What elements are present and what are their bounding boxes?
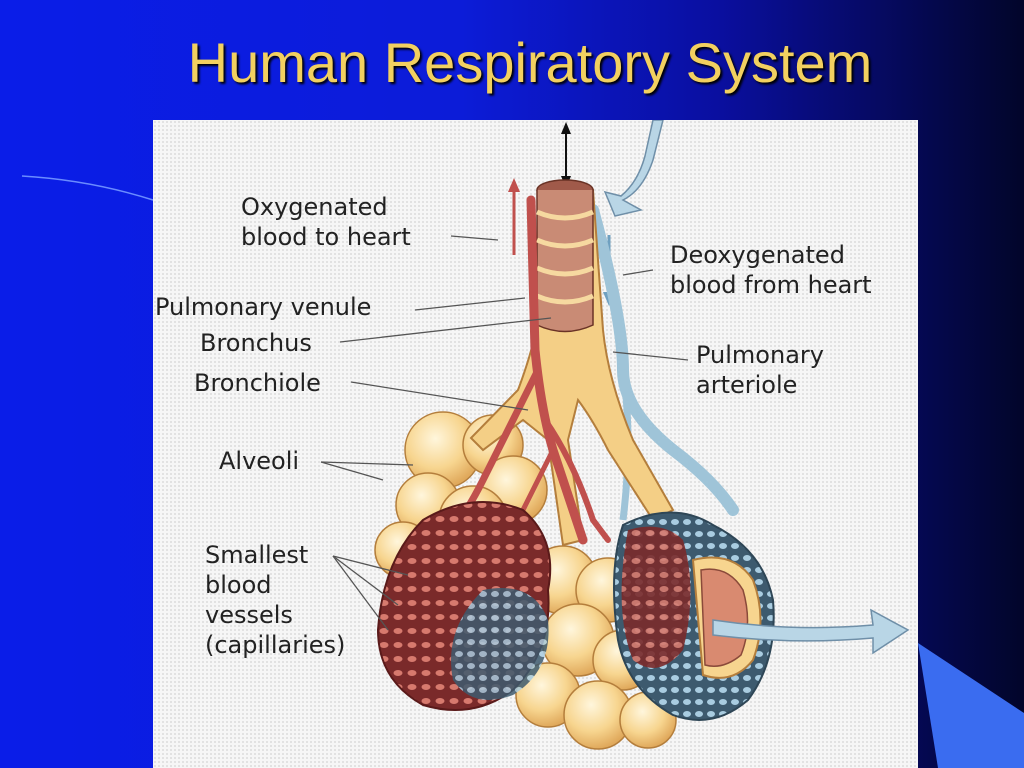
airflow-in-arrow (603, 120, 664, 217)
respiratory-illustration (320, 120, 910, 750)
decorative-corner-shape (918, 643, 1024, 768)
airflow-out-arrow (712, 608, 910, 655)
slide-title: Human Respiratory System (187, 31, 873, 94)
label-bronchiole: Bronchiole (194, 369, 321, 397)
capillary-network-right (613, 511, 775, 721)
label-capillaries: Smallest blood vessels (capillaries) (205, 541, 346, 659)
respiratory-diagram: Oxygenated blood to heart Deoxygenated b… (153, 120, 918, 768)
bronchus-tree (469, 179, 675, 547)
label-alveoli: Alveoli (219, 447, 300, 475)
label-pulmonary-venule: Pulmonary venule (155, 293, 372, 321)
label-deoxygenated-blood: Deoxygenated blood from heart (670, 241, 872, 299)
capillary-network-left (376, 501, 552, 711)
label-pulmonary-arteriole: Pulmonary arteriole (696, 341, 824, 399)
label-leader-lines (320, 235, 689, 631)
label-oxygenated-blood: Oxygenated blood to heart (241, 193, 411, 251)
label-bronchus: Bronchus (200, 329, 312, 357)
